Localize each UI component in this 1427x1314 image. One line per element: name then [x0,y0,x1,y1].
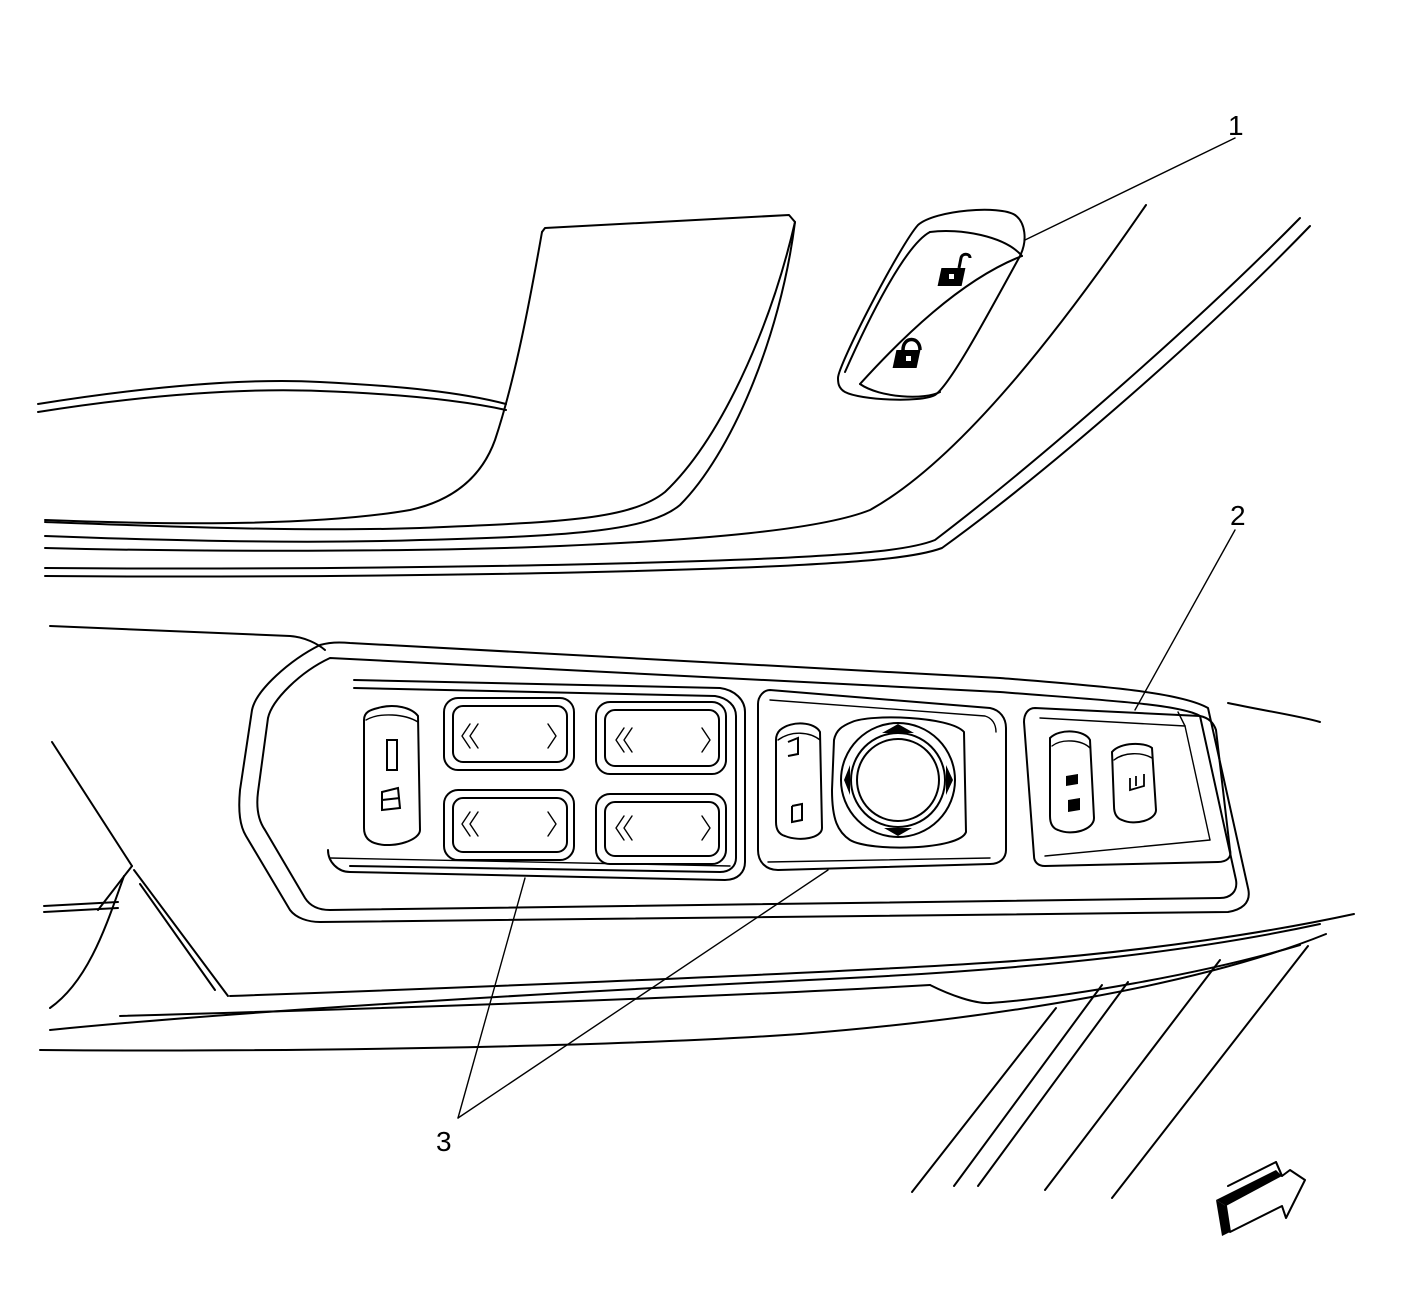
mirror-adjust-joystick[interactable] [831,716,967,849]
window-lockout-switch[interactable] [363,705,422,846]
lock-icon [892,337,922,368]
mirror-right-arrow-icon [946,765,953,795]
lower-door-trim [39,625,1355,1199]
mirror-left-arrow-icon [844,765,850,795]
mirror-down-arrow-icon [884,828,912,836]
switch-bezel [238,641,1250,923]
leader-lines [457,137,1236,1119]
callout-3-label: 3 [436,1126,452,1157]
door-lock-switch[interactable] [837,208,1026,401]
window-switch-left-rear[interactable] [443,789,575,861]
callout-1-label: 1 [1228,110,1244,141]
seat-set-switch[interactable] [1110,742,1158,824]
memory-switch-module [1023,707,1232,867]
upper-door-trim [37,204,1311,578]
mirror-switch-module [757,689,1007,871]
callout-2-label: 2 [1230,500,1246,531]
unlock-icon [937,252,972,286]
mirror-up-arrow-icon [882,724,914,733]
mirror-select-switch[interactable] [775,722,824,840]
window-switch-module [327,679,746,881]
window-switch-right-rear[interactable] [595,793,727,865]
memory-position-switch[interactable] [1049,730,1096,834]
view-direction-arrow-icon [1216,1161,1306,1236]
window-switch-right-front[interactable] [595,701,727,775]
window-switch-left-front[interactable] [443,697,575,771]
